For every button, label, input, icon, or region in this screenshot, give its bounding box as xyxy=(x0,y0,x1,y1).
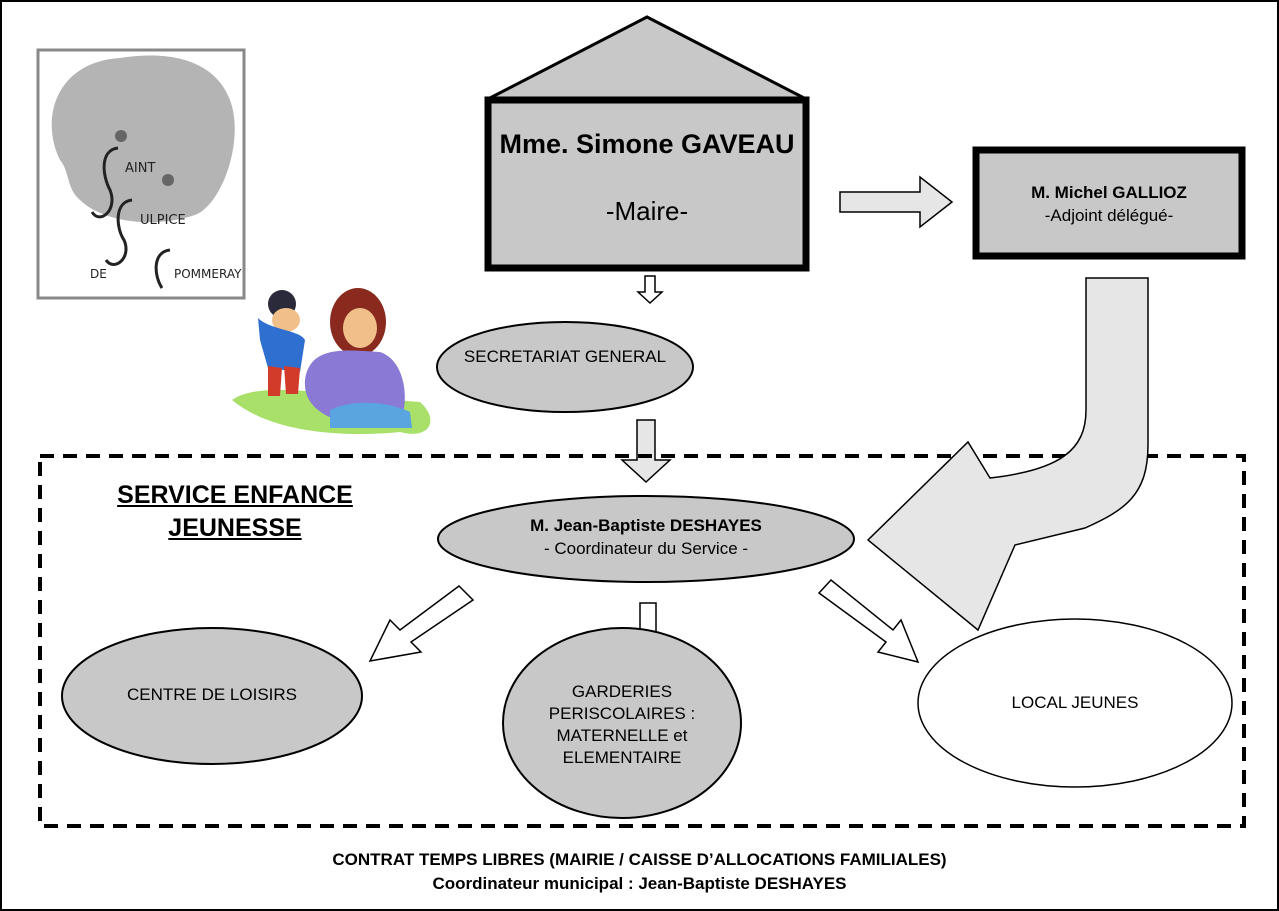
local-jeunes-label: LOCAL JEUNES xyxy=(1011,693,1139,712)
arrow-secretariat-to-coordinator xyxy=(620,419,672,484)
mayor-name: Mme. Simone GAVEAU xyxy=(499,129,795,159)
arrow-deputy-to-service xyxy=(866,277,1149,632)
coordinator-role: - Coordinateur du Service - xyxy=(543,539,749,558)
children-clipart xyxy=(232,288,431,435)
arrow-to-local-jeunes xyxy=(817,578,920,664)
municipality-logo: AINT ULPICE DE POMMERAY xyxy=(36,48,246,300)
svg-text:ULPICE: ULPICE xyxy=(140,213,186,228)
deputy-box xyxy=(972,146,1246,260)
garderies-ellipse xyxy=(502,627,742,819)
footer-contract: CONTRAT TEMPS LIBRES (MAIRIE / CAISSE D’… xyxy=(332,850,947,869)
secretariat-ellipse xyxy=(436,321,694,413)
centre-loisirs-ellipse xyxy=(61,627,363,765)
mayor-role: -Maire- xyxy=(605,196,689,226)
svg-text:POMMERAY: POMMERAY xyxy=(174,267,242,281)
service-title: SERVICE ENFANCE JEUNESSE xyxy=(117,481,353,542)
secretariat-label: SECRETARIAT GENERAL xyxy=(463,347,667,366)
coordinator-name: M. Jean-Baptiste DESHAYES xyxy=(530,516,762,535)
deputy-name: M. Michel GALLIOZ xyxy=(1031,183,1187,202)
svg-text:AINT: AINT xyxy=(125,161,155,176)
arrow-mayor-to-deputy xyxy=(839,175,954,229)
arrow-to-centre-loisirs xyxy=(368,585,475,662)
service-frame xyxy=(38,454,1246,828)
coordinator-ellipse xyxy=(437,495,855,583)
centre-loisirs-label: CENTRE DE LOISIRS xyxy=(126,685,298,704)
garderies-label: GARDERIES PERISCOLAIRES : MATERNELLE et … xyxy=(548,682,696,768)
svg-text:DE: DE xyxy=(90,267,107,281)
mayor-house xyxy=(484,15,810,272)
deputy-role: -Adjoint délégué- xyxy=(1044,206,1174,225)
footer-coordinator: Coordinateur municipal : Jean-Baptiste D… xyxy=(432,874,847,893)
arrow-mayor-to-secretariat xyxy=(636,275,664,305)
local-jeunes-ellipse xyxy=(917,618,1233,788)
